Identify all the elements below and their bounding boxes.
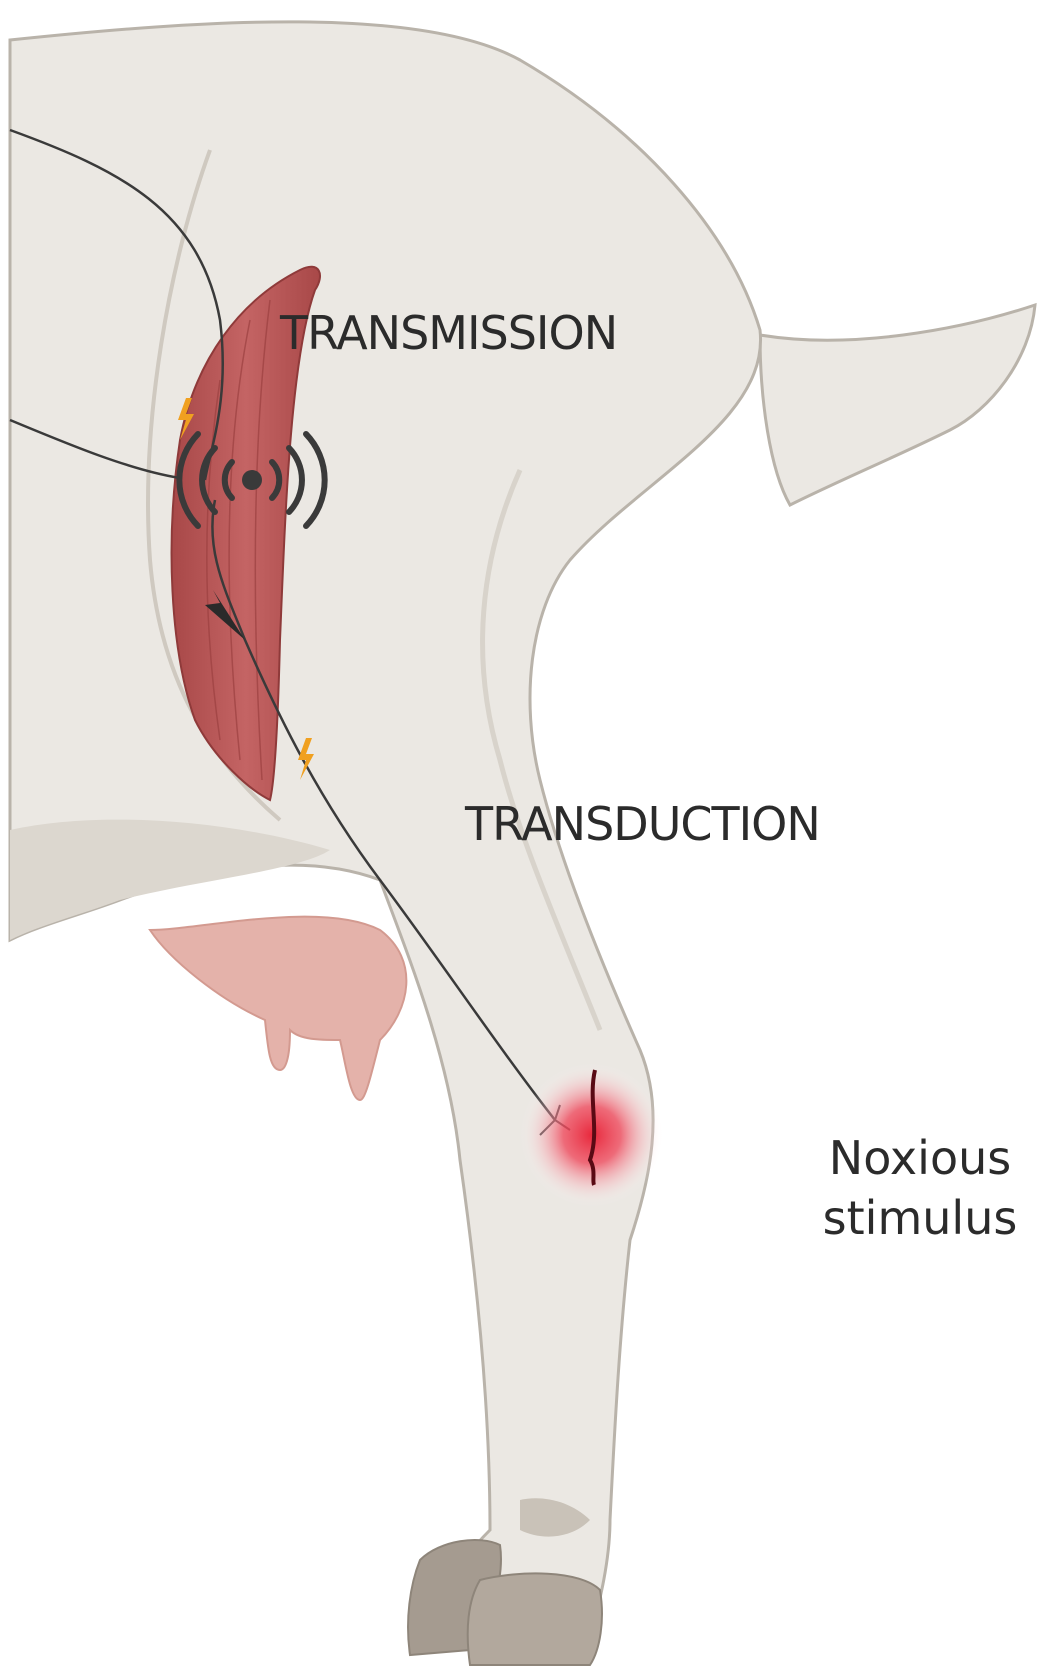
hoof-front bbox=[468, 1573, 602, 1665]
stimulus-label-line1: Noxious bbox=[805, 1128, 1035, 1188]
transmission-label: TRANSMISSION bbox=[280, 306, 617, 360]
wound-glow-icon bbox=[520, 1063, 664, 1207]
tail bbox=[760, 305, 1035, 505]
udder bbox=[150, 917, 406, 1100]
noxious-stimulus-label: Noxious stimulus bbox=[805, 1128, 1035, 1248]
transduction-label: TRANSDUCTION bbox=[465, 797, 820, 851]
stimulus-label-line2: stimulus bbox=[805, 1188, 1035, 1248]
